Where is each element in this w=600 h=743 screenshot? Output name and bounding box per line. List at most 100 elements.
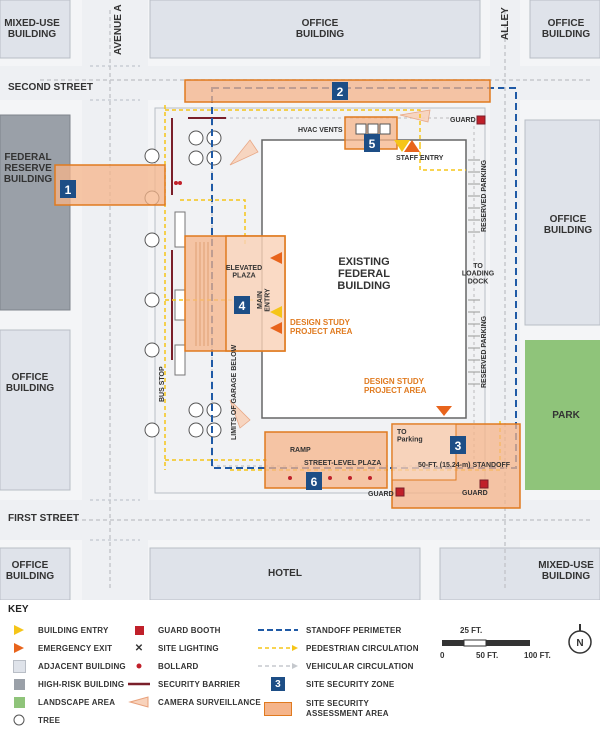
zone-5[interactable]: 5	[364, 134, 380, 152]
key-standoff-perimeter: STANDOFF PERIMETER	[258, 622, 401, 638]
map-key: KEY BUILDING ENTRY EMERGENCY EXIT ADJACE…	[0, 600, 600, 743]
site-lighting-icon: ✕	[134, 642, 144, 654]
key-adjacent-building: ADJACENT BUILDING	[8, 658, 126, 674]
svg-text:2: 2	[337, 85, 344, 99]
building-federal-reserve	[0, 114, 71, 311]
label-street-level-plaza: STREET-LEVEL PLAZA	[304, 460, 381, 467]
building-office-east	[524, 119, 600, 326]
zone-markers[interactable]: 1 2 3 4 5 6	[60, 82, 466, 490]
tree-icon	[8, 713, 30, 727]
security-barriers	[171, 117, 226, 360]
building-entry-icon	[8, 623, 30, 637]
key-site-lighting: ✕ SITE LIGHTING	[128, 640, 219, 656]
label-bus-stop: BUS STOP	[159, 366, 166, 402]
label-reserved-parking-1: RESERVED PARKING	[481, 159, 488, 232]
label-guard-bottom-2: GUARD	[462, 490, 488, 497]
bollard-icon	[128, 659, 150, 673]
label-avenue-a: AVENUE A	[113, 4, 124, 55]
assessment-area-label: SITE SECURITY ASSESSMENT AREA	[306, 699, 389, 718]
guard-booth-bottom-2	[479, 479, 489, 489]
trees	[144, 130, 222, 438]
north-arrow-icon: N	[568, 624, 592, 654]
pedestrian-circulation-icon	[258, 641, 298, 655]
label-guard-bottom-1: GUARD	[368, 491, 394, 498]
building-hotel	[149, 547, 421, 600]
svg-text:6: 6	[311, 475, 318, 489]
crosswalks	[90, 65, 140, 541]
zone-2[interactable]: 2	[332, 82, 348, 100]
hvac-vents-units	[355, 123, 391, 135]
assessment-area-4	[184, 235, 286, 352]
zone-6[interactable]: 6	[306, 472, 322, 490]
camera-surveillance-icon	[128, 695, 150, 709]
landscape-area-icon	[8, 695, 30, 709]
reserved-parking-stalls	[468, 159, 480, 385]
scale-label-top: 25 FT.	[460, 626, 482, 635]
assessment-area-icon	[258, 702, 298, 716]
guard-booth-bottom-1	[395, 487, 405, 497]
building-office-west	[0, 329, 71, 491]
building-mixed-use-nw	[0, 0, 71, 59]
key-building-entry: BUILDING ENTRY	[8, 622, 109, 638]
adjacent-buildings	[0, 0, 600, 600]
emergency-exit-icon	[8, 641, 30, 655]
label-alley: ALLEY	[500, 7, 511, 40]
park-landscape-area	[525, 340, 600, 490]
key-camera-surveillance: CAMERA SURVEILLANCE	[128, 694, 261, 710]
guard-booth-top	[476, 115, 486, 125]
key-landscape-area: LANDSCAPE AREA	[8, 694, 115, 710]
label-park: PARK	[552, 410, 580, 421]
key-emergency-exit: EMERGENCY EXIT	[8, 640, 112, 656]
planters	[174, 211, 186, 376]
scale-bar: 25 FT. 0 50 FT. 100 FT.	[440, 626, 551, 660]
key-guard-booth: GUARD BOOTH	[128, 622, 221, 638]
zone-1[interactable]: 1	[60, 180, 76, 198]
label-staff-entry: STAFF ENTRY	[396, 155, 444, 162]
svg-text:3: 3	[455, 439, 462, 453]
key-high-risk-building: HIGH-RISK BUILDING	[8, 676, 124, 692]
building-mixed-use-se	[439, 547, 600, 600]
site-security-zone-icon: 3	[258, 677, 298, 691]
label-second-street: SECOND STREET	[8, 82, 93, 93]
label-guard-top: GUARD	[450, 117, 476, 124]
label-hotel: HOTEL	[268, 568, 302, 579]
zone-4[interactable]: 4	[234, 296, 250, 314]
key-security-barrier: SECURITY BARRIER	[128, 676, 240, 692]
zone-3[interactable]: 3	[450, 436, 466, 454]
key-title: KEY	[8, 604, 29, 615]
svg-text:1: 1	[65, 183, 72, 197]
high-risk-building-icon	[8, 677, 30, 691]
label-hvac-vents: HVAC VENTS	[298, 127, 343, 134]
north-label: N	[576, 638, 583, 649]
entries	[270, 140, 452, 416]
key-vehicular-circulation: VEHICULAR CIRCULATION	[258, 658, 414, 674]
scale-tick-100: 100 FT.	[524, 651, 551, 660]
guard-booths	[395, 115, 489, 497]
key-assessment-area: SITE SECURITY ASSESSMENT AREA	[258, 696, 389, 722]
building-office-north	[149, 0, 481, 59]
vehicular-circulation-icon	[258, 659, 298, 673]
camera-surveillance	[229, 109, 431, 429]
design-study-area-1	[225, 235, 286, 352]
design-study-area-2	[391, 423, 457, 481]
building-office-sw	[0, 547, 71, 600]
building-office-ne	[529, 0, 600, 59]
svg-text:5: 5	[369, 137, 376, 151]
security-barrier-icon	[128, 677, 150, 691]
key-tree: TREE	[8, 712, 60, 728]
adjacent-building-icon	[8, 659, 30, 673]
key-bollard: BOLLARD	[128, 658, 199, 674]
